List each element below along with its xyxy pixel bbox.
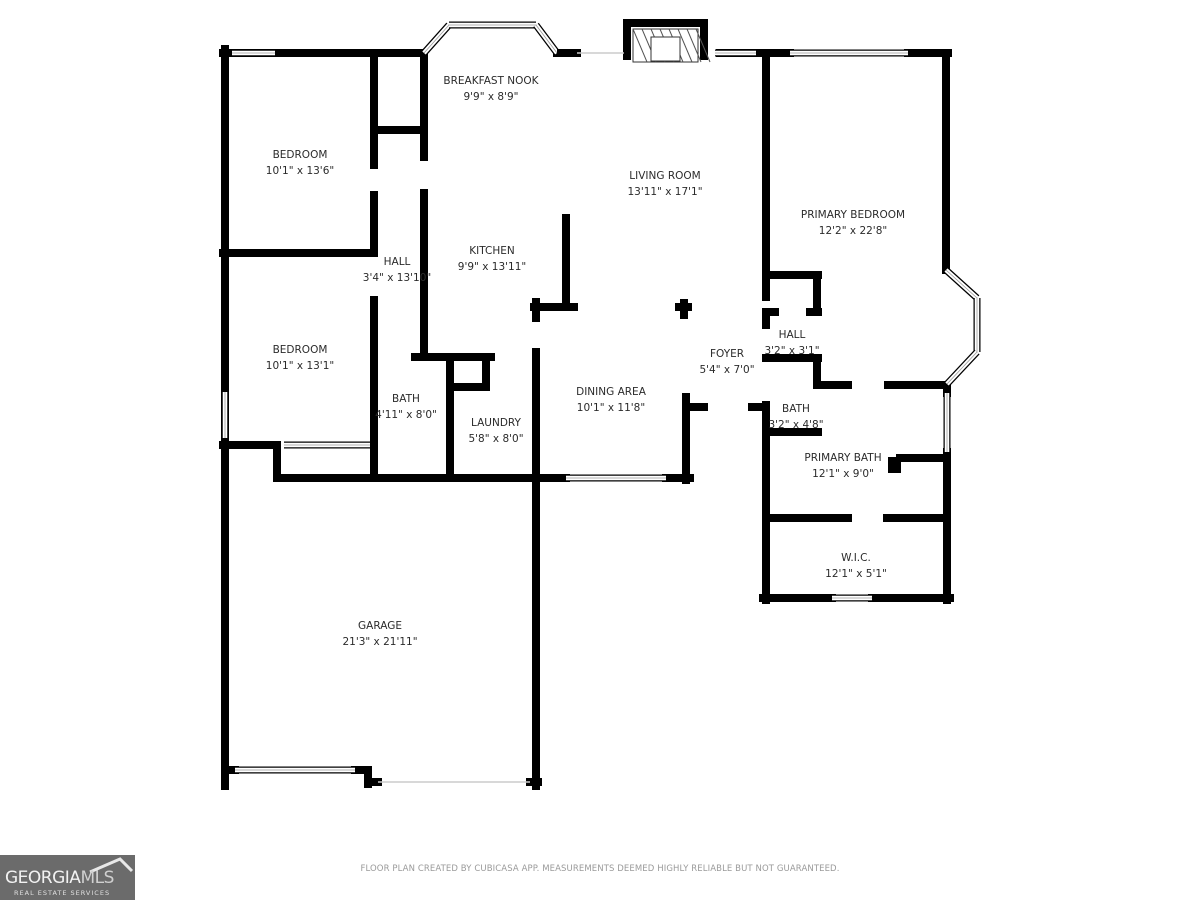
room-bedroom-2: BEDROOM 10'1" x 13'1" — [266, 342, 334, 374]
fireplace-hatch — [695, 28, 711, 63]
room-name: FOYER — [709, 348, 745, 360]
logo-tagline: REAL ESTATE SERVICES — [14, 889, 111, 897]
room-dimensions: 3'2" x 3'1" — [764, 345, 820, 357]
room-name: BEDROOM — [272, 344, 328, 356]
fireplace-hatch — [686, 28, 702, 63]
room-dimensions: 12'2" x 22'8" — [818, 225, 888, 237]
room-dimensions: 10'1" x 11'8" — [576, 402, 646, 414]
room-dimensions: 5'4" x 7'0" — [699, 364, 755, 376]
room-name: HALL — [778, 329, 806, 341]
fireplace-hatch — [677, 28, 693, 63]
room-name: PRIMARY BEDROOM — [800, 209, 906, 221]
room-name: GARAGE — [358, 620, 402, 632]
room-dimensions: 4'11" x 8'0" — [375, 409, 437, 421]
georgia-mls-logo: GEORGIAMLS REAL ESTATE SERVICES — [0, 855, 135, 900]
wall-end — [624, 49, 628, 57]
logo-brand: GEORGIAMLS — [5, 868, 114, 888]
window-pane — [423, 24, 450, 54]
room-dimensions: 10'1" x 13'1" — [265, 360, 335, 372]
wall-end — [557, 49, 561, 57]
room-dimensions: 21'3" x 21'11" — [342, 636, 418, 648]
room-kitchen: KITCHEN 9'9" x 13'11" — [458, 243, 526, 275]
wall-column — [888, 457, 901, 473]
room-name: LIVING ROOM — [629, 170, 701, 182]
room-name: W.I.C. — [841, 552, 871, 564]
room-dimensions: 3'2" x 4'8" — [768, 419, 824, 431]
room-living-room: LIVING ROOM 13'11" x 17'1" — [627, 168, 702, 200]
room-name: BEDROOM — [272, 149, 328, 161]
room-foyer: FOYER 5'4" x 7'0" — [699, 346, 754, 378]
room-name: BREAKFAST NOOK — [443, 75, 539, 87]
room-name: KITCHEN — [469, 245, 515, 257]
room-laundry: LAUNDRY 5'8" x 8'0" — [468, 415, 523, 447]
room-dimensions: 12'1" x 5'1" — [825, 568, 887, 580]
room-garage: GARAGE 21'3" x 21'11" — [342, 618, 417, 650]
room-dimensions: 5'8" x 8'0" — [468, 433, 524, 445]
room-wic: W.I.C. 12'1" x 5'1" — [825, 550, 887, 582]
window-pane — [946, 351, 978, 385]
logo-brand-a: GEORGIA — [5, 868, 81, 888]
room-primary-bedroom: PRIMARY BEDROOM 12'2" x 22'8" — [801, 207, 905, 239]
logo-brand-b: MLS — [80, 868, 114, 888]
room-bath-2: BATH 3'2" x 4'8" — [768, 401, 823, 433]
room-dimensions: 10'1" x 13'6" — [265, 165, 335, 177]
room-dimensions: 9'9" x 13'11" — [457, 261, 527, 273]
room-dimensions: 3'4" x 13'10" — [362, 272, 432, 284]
room-name: BATH — [782, 403, 810, 415]
room-hall-2: HALL 3'2" x 3'1" — [764, 327, 819, 359]
room-dimensions: 12'1" x 9'0" — [812, 468, 874, 480]
room-bath: BATH 4'11" x 8'0" — [375, 391, 437, 423]
room-dimensions: 9'9" x 8'9" — [463, 91, 519, 103]
room-name: PRIMARY BATH — [804, 452, 882, 464]
fireplace-firebox — [650, 36, 681, 62]
room-name: BATH — [392, 393, 420, 405]
room-dining-area: DINING AREA 10'1" x 11'8" — [576, 384, 646, 416]
room-name: LAUNDRY — [471, 417, 521, 429]
fireplace-outline — [623, 19, 708, 60]
disclaimer-note: FLOOR PLAN CREATED BY CUBICASA APP. MEAS… — [360, 864, 840, 874]
room-name: DINING AREA — [576, 386, 646, 398]
room-name: HALL — [383, 256, 411, 268]
room-bedroom-1: BEDROOM 10'1" x 13'6" — [266, 147, 334, 179]
window-pane — [535, 24, 558, 54]
room-breakfast-nook: BREAKFAST NOOK 9'9" x 8'9" — [443, 73, 538, 105]
room-primary-bath: PRIMARY BATH 12'1" x 9'0" — [804, 450, 881, 482]
window-pane — [945, 269, 978, 299]
room-dimensions: 13'11" x 17'1" — [627, 186, 703, 198]
fireplace-hatch — [632, 28, 648, 63]
roof-icon — [89, 857, 134, 873]
room-hall: HALL 3'4" x 13'10" — [363, 254, 431, 286]
